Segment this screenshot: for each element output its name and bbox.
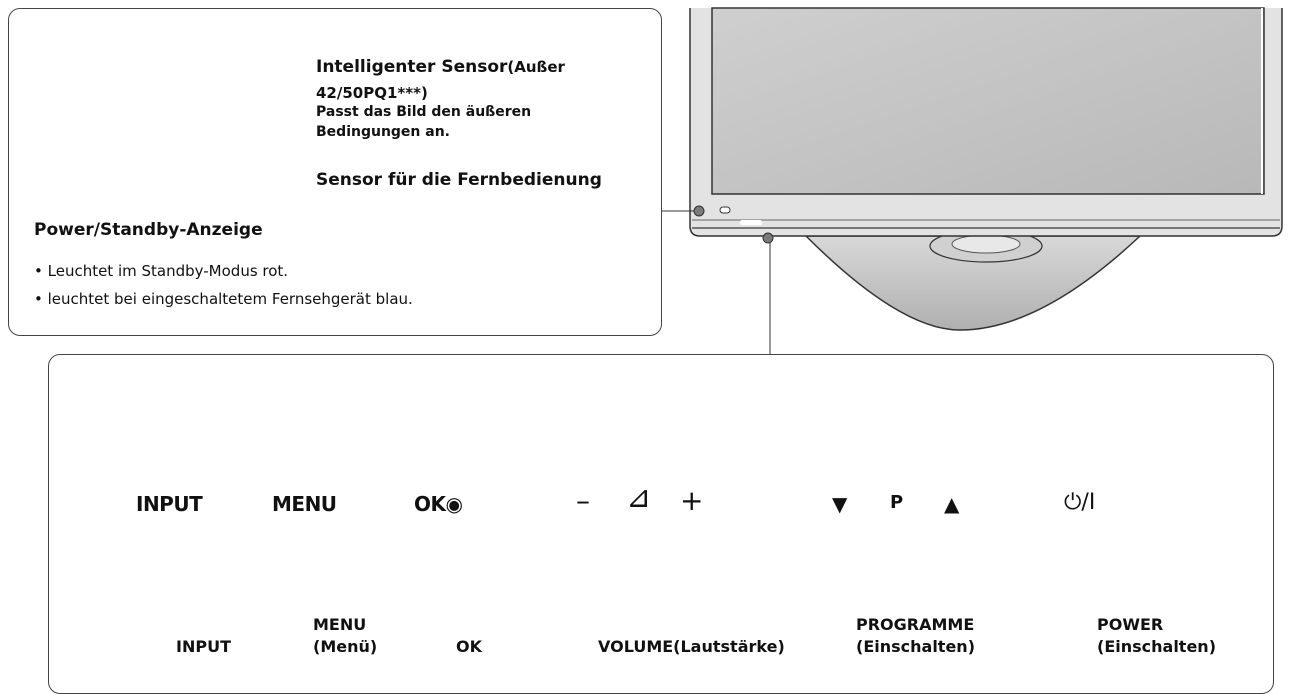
volume-minus-icon: – (576, 484, 590, 517)
volume-icon: ⊿ (626, 480, 652, 515)
ok-button-label: OK◉ (414, 492, 463, 516)
tv-screen (711, 7, 1265, 195)
programme-up-icon: ▲ (944, 492, 960, 516)
power-standby-indicator-label: Power/Standby-Anzeige (34, 220, 263, 240)
tv-illustration (689, 7, 1283, 331)
programme-down-icon: ▼ (832, 492, 848, 516)
sensor-description-line-1: Passt das Bild den äußeren (316, 104, 532, 120)
ok-label: OK (456, 637, 482, 656)
intelligent-sensor-heading: Intelligenter Sensor(Außer 42/50PQ1***) (316, 57, 565, 102)
power-icon: ⏻/I (1064, 490, 1096, 515)
control-panel-box (48, 354, 1274, 694)
indicator-callout-box (8, 8, 662, 336)
menu-label-line-2: (Menü) (313, 637, 378, 656)
bullet-on-blue: • leuchtet bei eingeschaltetem Fernsehge… (34, 290, 413, 308)
programme-p-label: P (890, 492, 903, 513)
tv-sensor-dot (693, 205, 705, 217)
tv-stand (804, 235, 1142, 331)
sensor-description-line-2: Bedingungen an. (316, 124, 450, 140)
input-label: INPUT (176, 637, 231, 656)
power-label-line-1: POWER (1097, 615, 1164, 634)
volume-plus-icon: + (680, 484, 704, 517)
input-button-label: INPUT (136, 492, 203, 516)
programme-label-line-2: (Einschalten) (856, 637, 975, 656)
remote-sensor-label: Sensor für die Fernbedienung (316, 170, 602, 190)
menu-button-label: MENU (272, 492, 337, 516)
volume-label: VOLUME(Lautstärke) (598, 637, 785, 656)
bullet-standby-red: • Leuchtet im Standby-Modus rot. (34, 262, 289, 280)
programme-label-line-1: PROGRAMME (856, 615, 975, 634)
tv-panel-dot (762, 232, 774, 244)
sensor-exclusion-note: (Außer 42/50PQ1***) (316, 58, 565, 102)
power-label-line-2: (Einschalten) (1097, 637, 1216, 656)
menu-label-line-1: MENU (313, 615, 367, 634)
